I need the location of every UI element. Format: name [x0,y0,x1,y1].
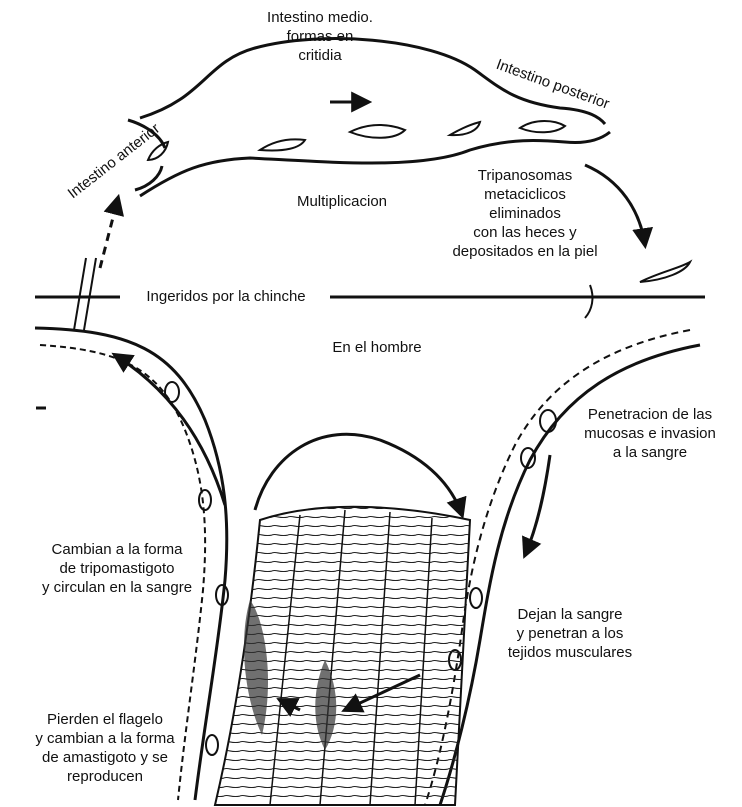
label-trypomastigote: Cambian a la forma de tripomastigoto y c… [22,540,212,597]
label-ingested: Ingeridos por la chinche [126,287,326,306]
label-metacyclic: Tripanosomas metaciclicos eliminados con… [440,166,610,261]
deposited-parasites [585,262,690,318]
arrow-loop-to-right [255,434,462,515]
arrow-down-right-vessel [525,455,550,555]
label-penetration: Penetracion de las mucosas e invasion a … [570,405,730,462]
label-midgut: Intestino medio. formas en critidia [245,8,395,65]
label-in-man: En el hombre [322,338,432,357]
label-multiplication: Multiplicacion [282,192,402,211]
label-leave-blood: Dejan la sangre y penetran a los tejidos… [500,605,640,662]
arrow-to-foregut [100,198,118,268]
crithidia-parasites [148,121,565,160]
label-amastigote: Pierden el flagelo y cambian a la forma … [10,710,200,786]
proboscis [74,258,96,330]
